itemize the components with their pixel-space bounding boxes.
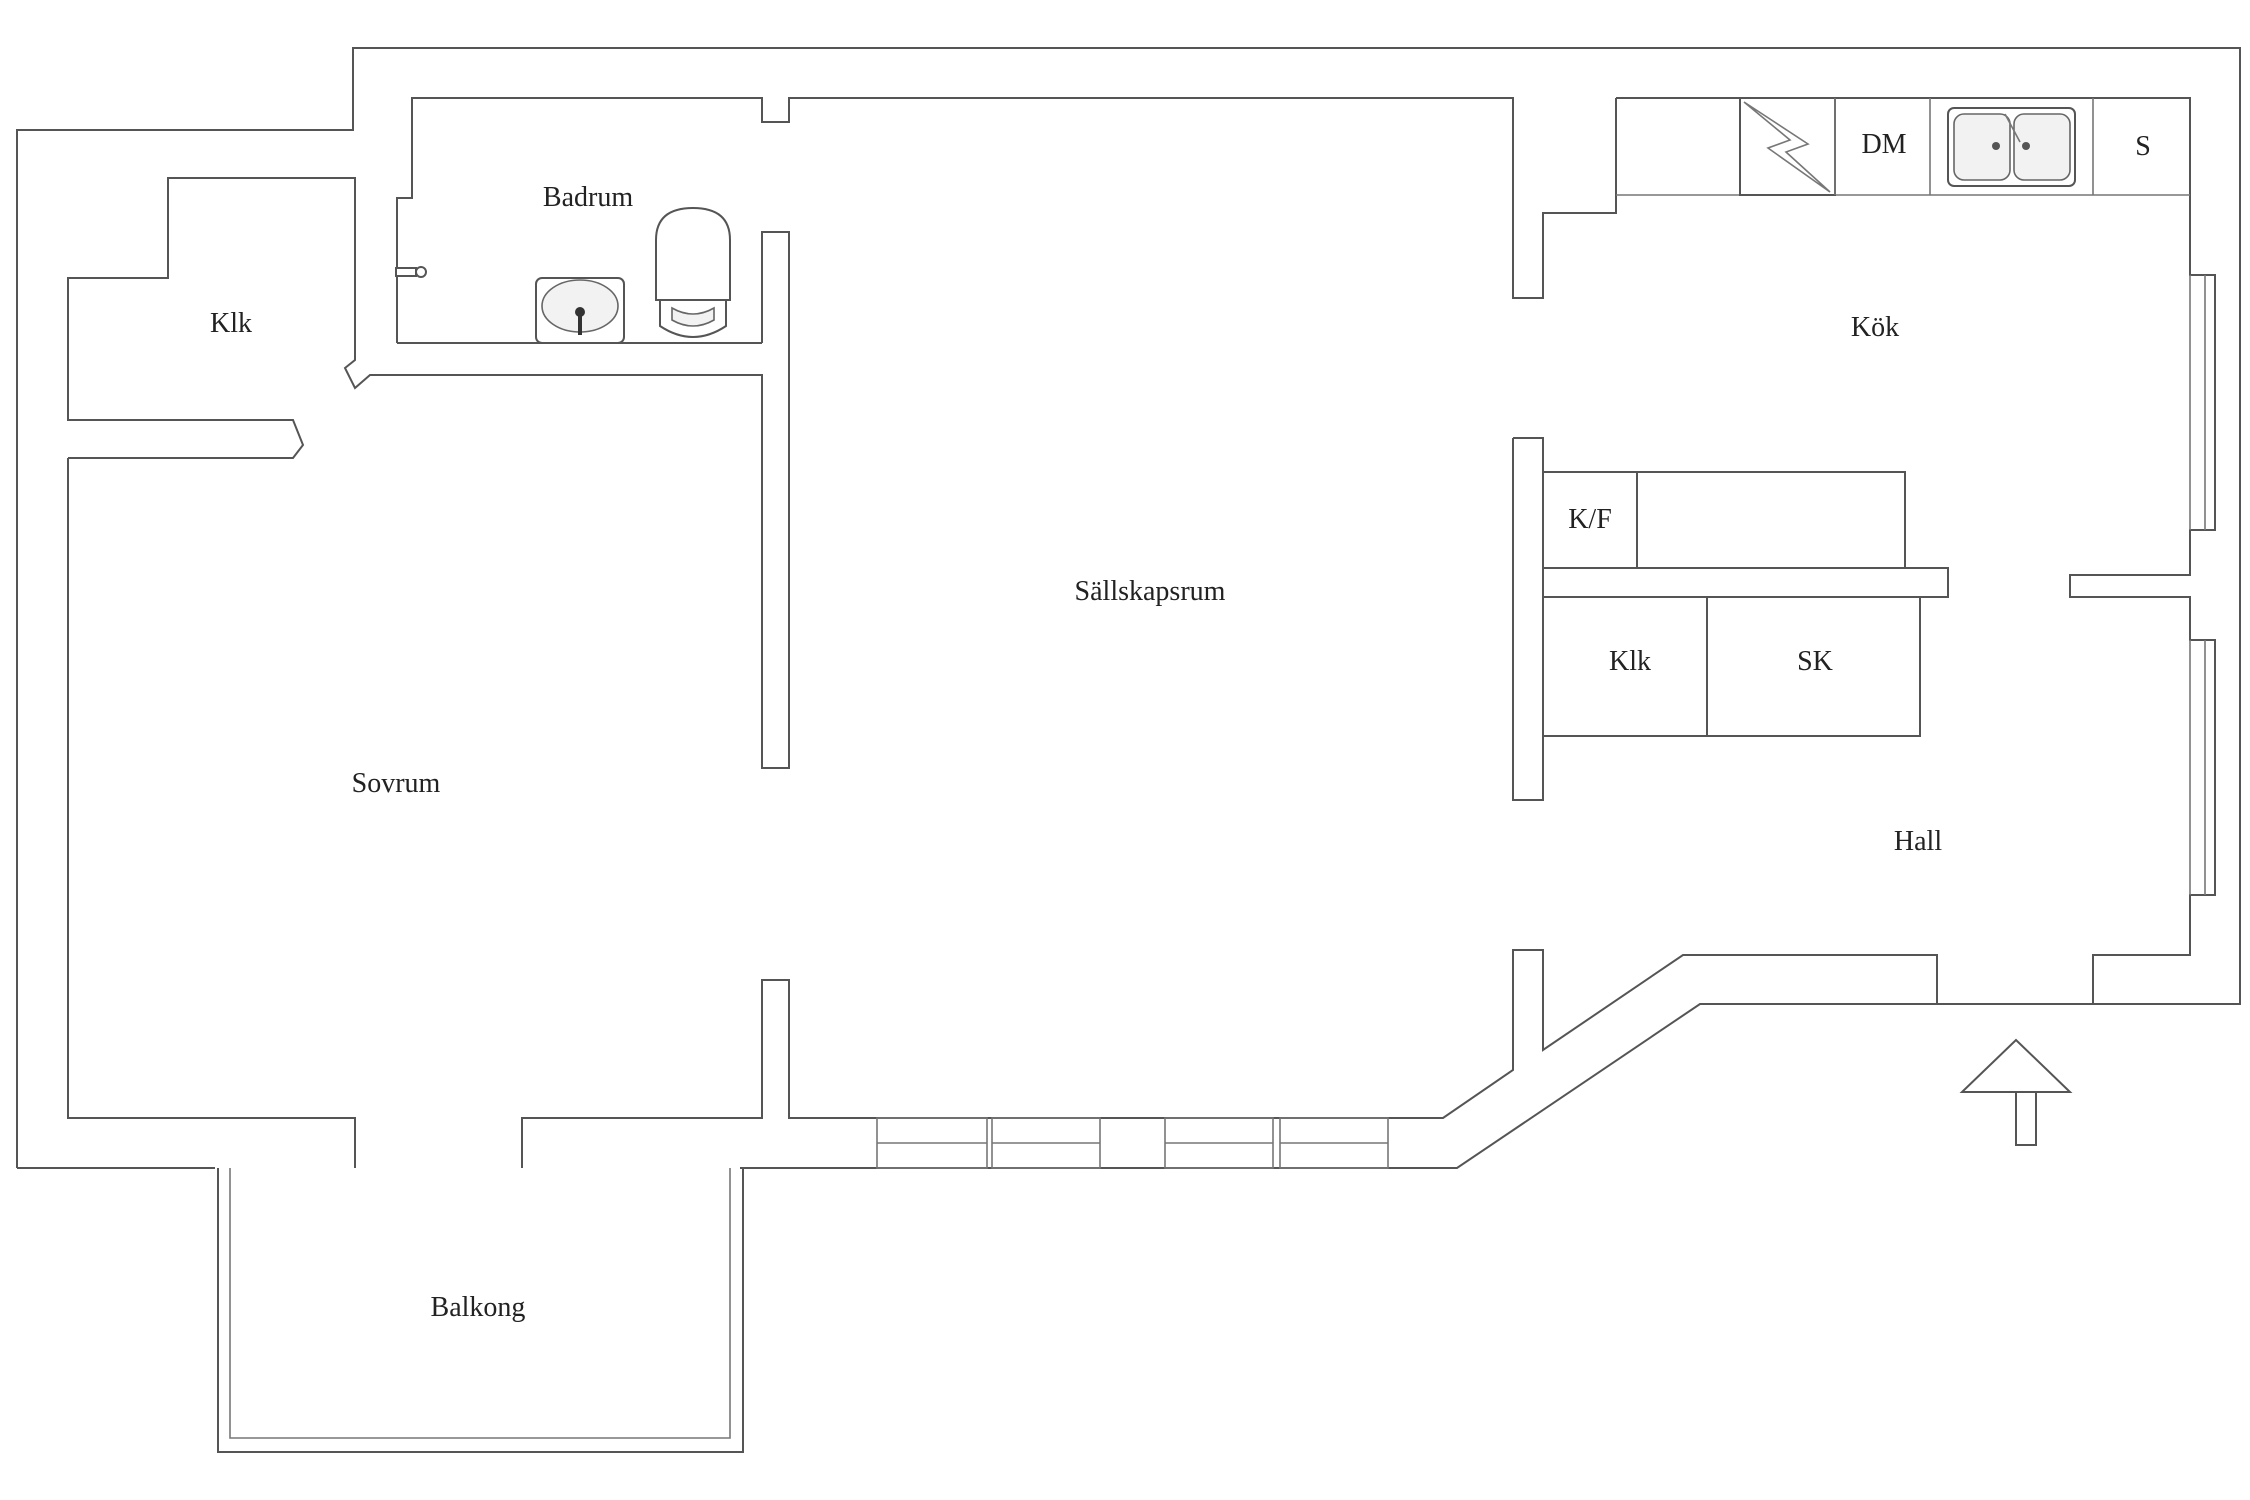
interior-walls (67, 97, 2216, 1453)
washbasin-icon (535, 277, 625, 344)
label-klk-hall: Klk (1609, 646, 1651, 677)
bottom-windows (876, 1117, 1389, 1169)
bathroom-fixtures (395, 206, 731, 344)
kitchen-sink-icon (1947, 107, 2076, 187)
stove-icon (1739, 97, 1836, 196)
toilet-icon (655, 206, 731, 338)
kitchen-counter (1739, 97, 2094, 196)
room-label-badrum: Badrum (543, 182, 633, 213)
room-label-klk-left: Klk (210, 308, 252, 339)
room-label-hall: Hall (1894, 826, 1942, 857)
room-label-kok: Kök (1851, 312, 1899, 343)
shower-tap-icon (395, 266, 427, 278)
label-s: S (2135, 131, 2151, 162)
label-sk: SK (1797, 646, 1833, 677)
room-label-balkong: Balkong (431, 1292, 526, 1323)
entrance-arrow-icon (1959, 1038, 2073, 1146)
label-kf: K/F (1568, 504, 1612, 535)
exterior-walls (16, 47, 2241, 1169)
balcony (217, 1168, 744, 1453)
label-dm: DM (1861, 129, 1906, 160)
room-label-sallskapsrum: Sällskapsrum (1075, 576, 1226, 607)
room-label-sovrum: Sovrum (352, 768, 441, 799)
